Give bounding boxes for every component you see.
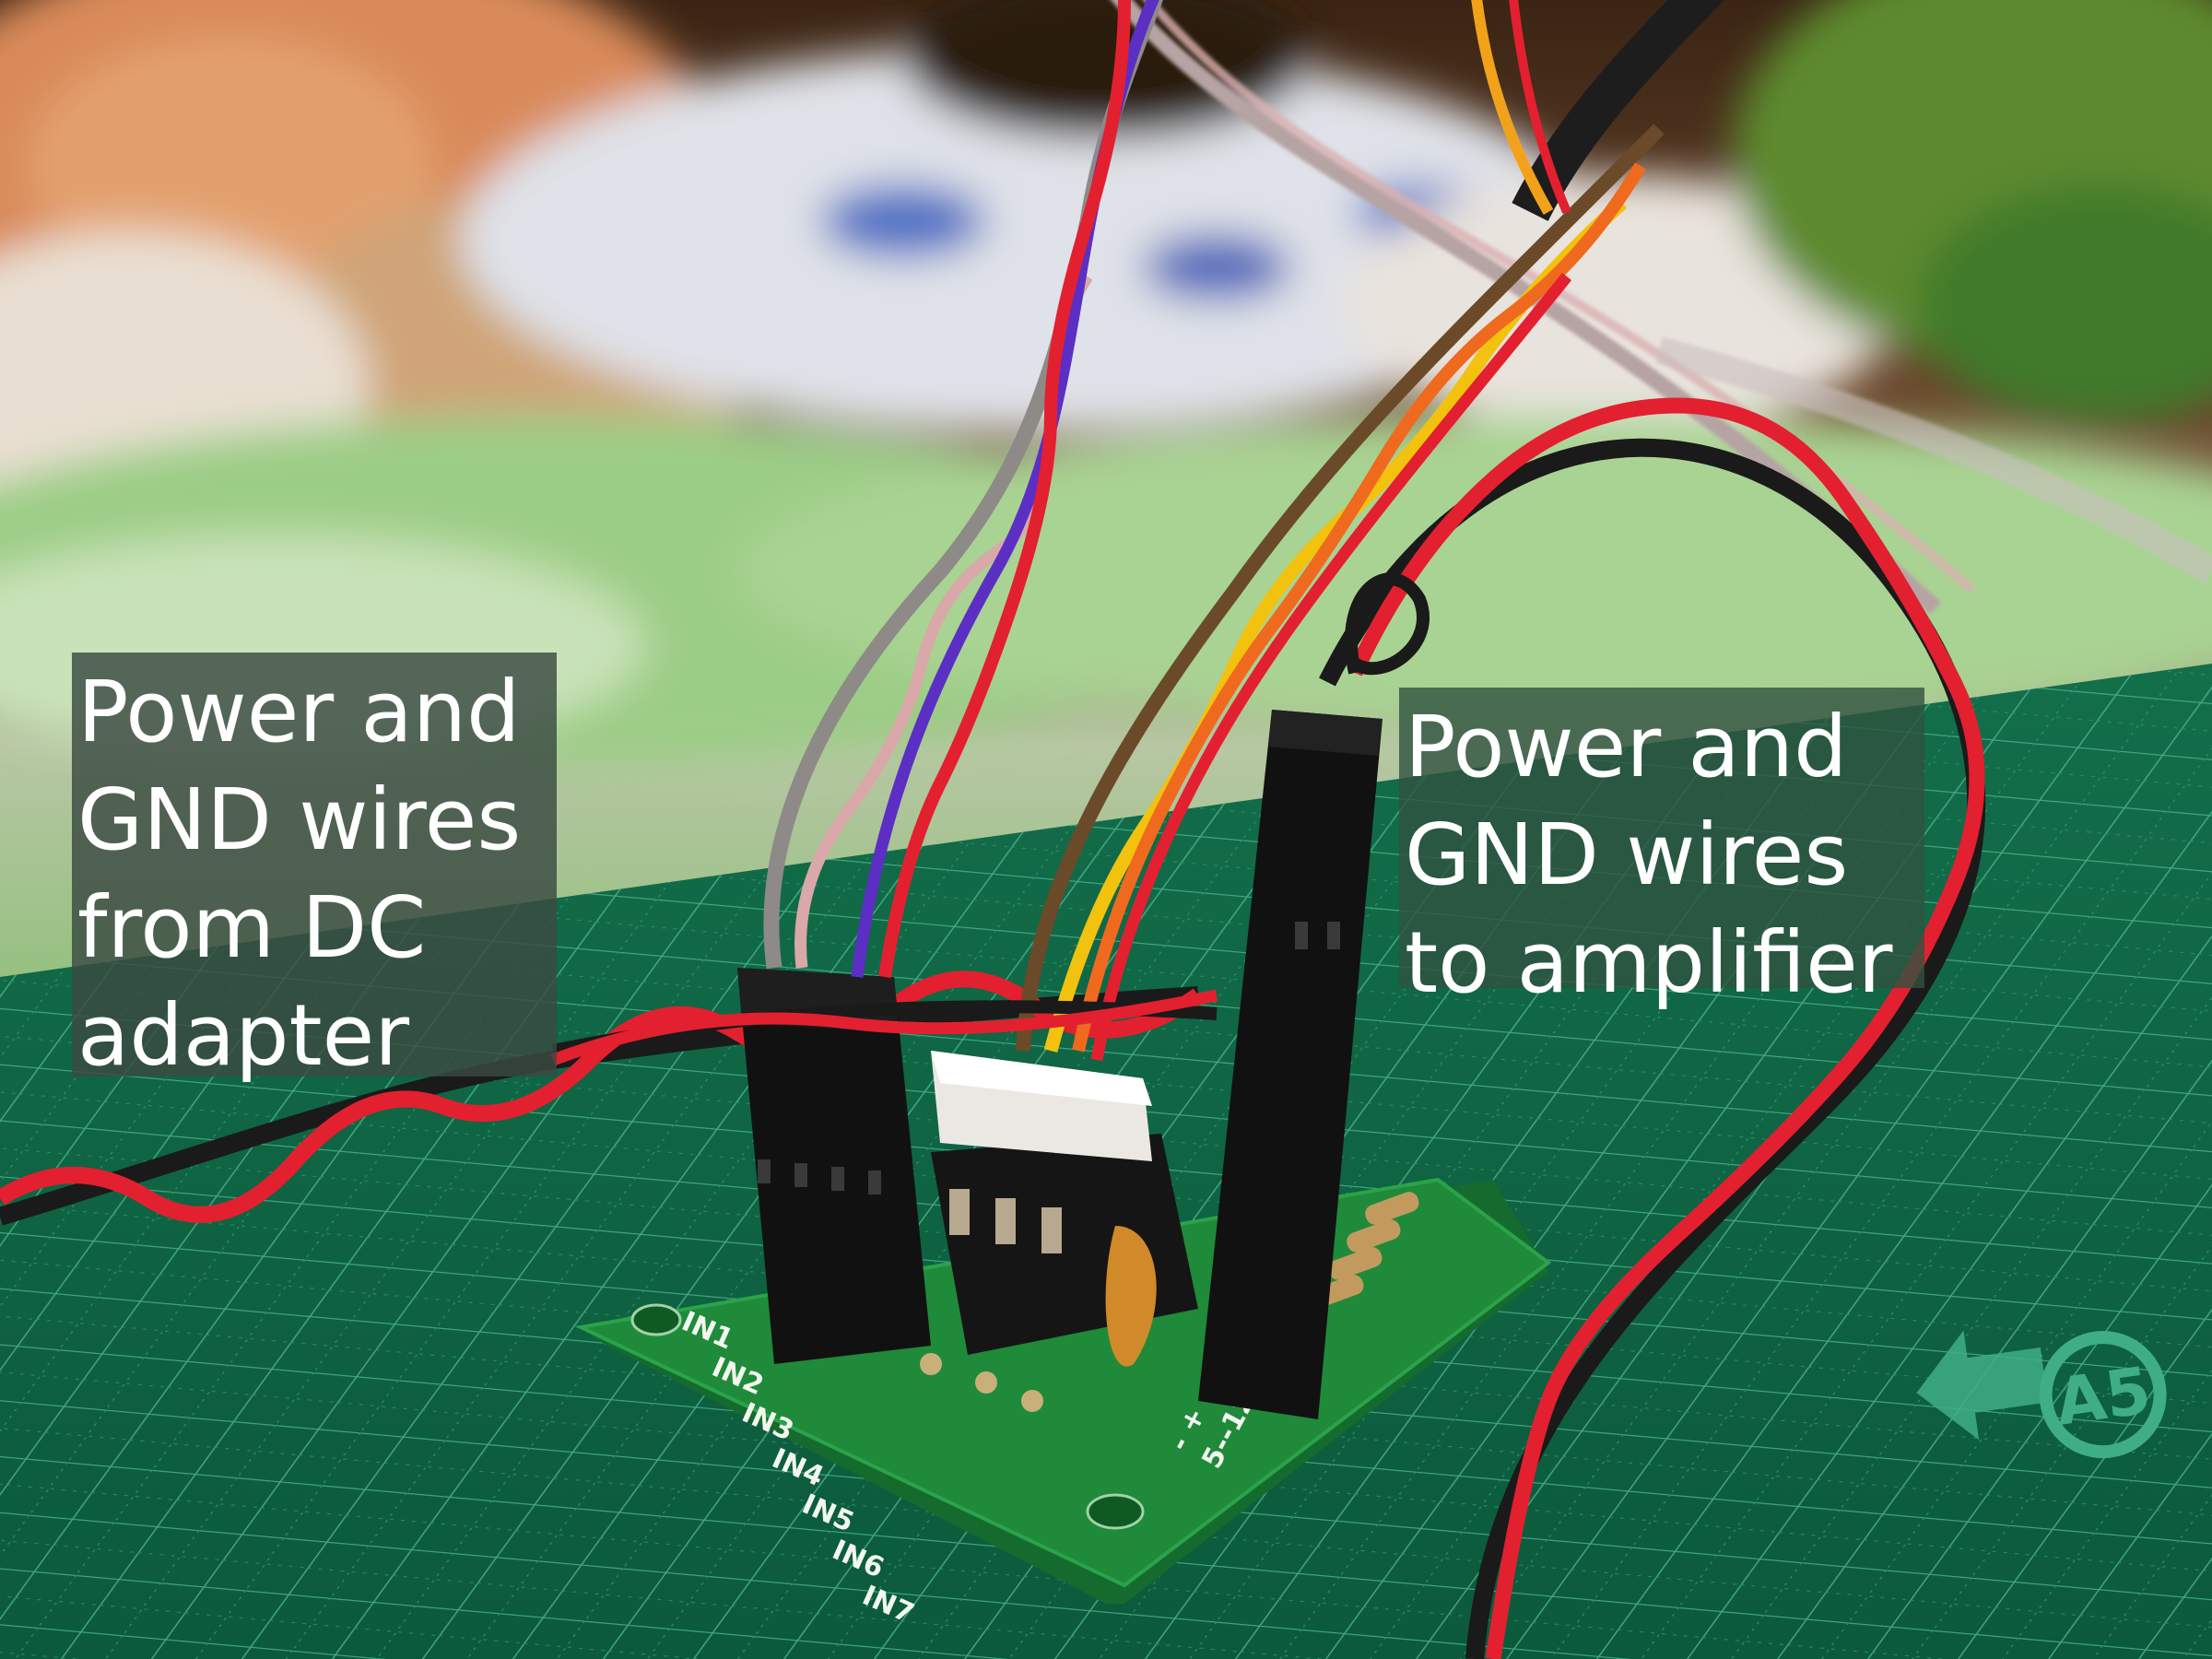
annotation-left: Power and GND wires from DC adapter xyxy=(72,653,557,1085)
annotation-left-line-2: GND wires xyxy=(77,771,522,869)
mat-marking-text: A5 xyxy=(2051,1352,2155,1441)
annotation-right-line-3: to amplifier xyxy=(1405,913,1893,1012)
mat-marking: A5 xyxy=(1916,1330,2167,1459)
annotation-right-line-1: Power and xyxy=(1405,698,1848,796)
driver-ic xyxy=(931,1051,1198,1367)
annotation-right-line-2: GND wires xyxy=(1405,806,1849,904)
annotation-left-line-3: from DC xyxy=(77,878,427,977)
power-jumper-block xyxy=(1198,710,1382,1419)
front-wire-crossing xyxy=(550,989,1218,1066)
colored-wires xyxy=(763,0,1725,1062)
annotation-left-line-4: adapter xyxy=(77,986,410,1085)
annotation-right: Power and GND wires to amplifier xyxy=(1399,688,1924,1012)
amplifier-wire-pair xyxy=(1319,397,1986,1659)
annotation-left-line-1: Power and xyxy=(77,663,521,761)
